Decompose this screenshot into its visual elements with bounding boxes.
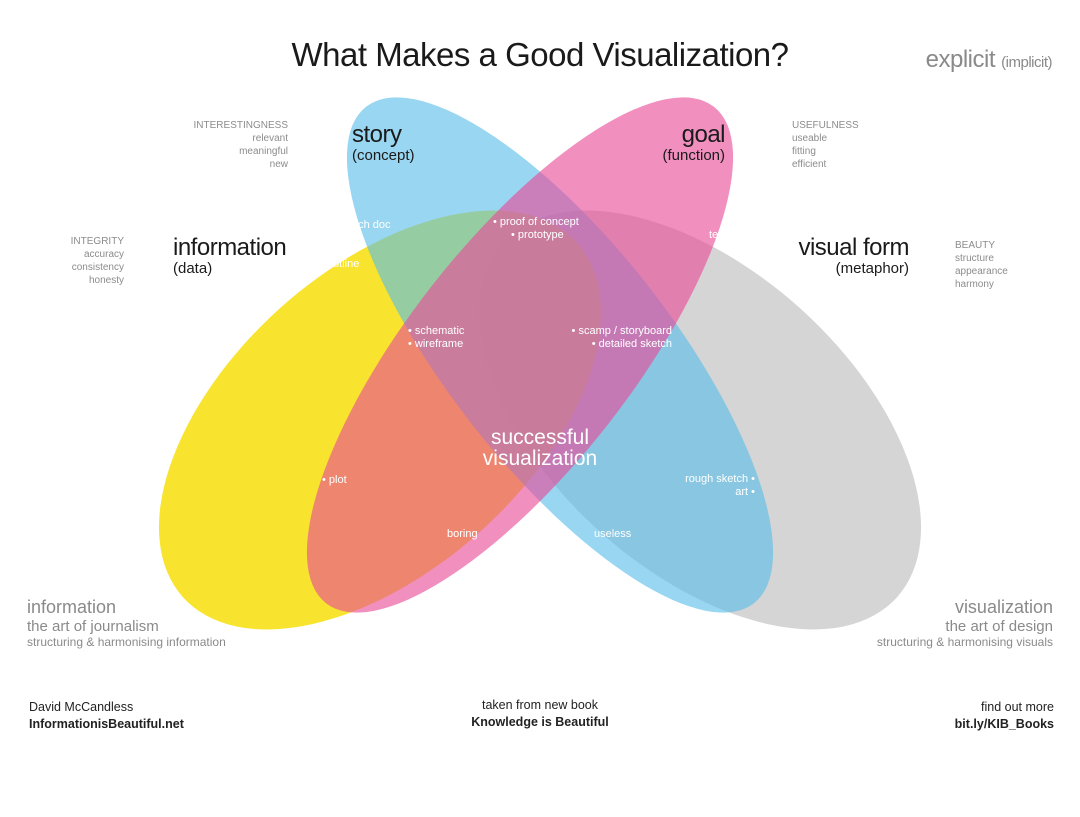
- region-item: rough sketch •: [685, 473, 755, 485]
- beauty-item: harmony: [955, 279, 994, 290]
- information-title: information: [173, 234, 287, 261]
- author-name: David McCandless: [29, 700, 134, 714]
- region-item: • wireframe: [408, 338, 464, 350]
- interestingness-item: meaningful: [239, 146, 288, 157]
- book-title: Knowledge is Beautiful: [471, 715, 609, 729]
- beauty-block: BEAUTY structure appearance harmony: [955, 239, 1008, 291]
- usefulness-item: efficient: [792, 159, 827, 170]
- region-item: • detailed sketch: [591, 338, 672, 350]
- center-line: successful: [490, 426, 590, 449]
- region-goal-visual: template: [709, 229, 751, 242]
- footer-left: David McCandless InformationisBeautiful.…: [29, 699, 184, 733]
- interestingness-item: new: [269, 159, 288, 170]
- center-line: visualization: [482, 447, 598, 470]
- goal-subtitle: (function): [662, 147, 725, 164]
- region-item: template: [709, 229, 752, 241]
- page-title: What Makes a Good Visualization?: [291, 36, 790, 73]
- region-info-story: • research doc • script • article • outl…: [320, 219, 391, 271]
- region-item: • research doc: [320, 219, 391, 231]
- region-item: • eye candy: [508, 604, 566, 616]
- corner-right-small: structuring & harmonising visuals: [876, 635, 1053, 649]
- integrity-item: consistency: [71, 262, 124, 273]
- region-visual-story: rough sketch • art •: [685, 473, 755, 499]
- integrity-heading: INTEGRITY: [70, 236, 124, 247]
- goal-label: goal (function): [662, 123, 725, 165]
- beauty-item: appearance: [955, 266, 1008, 277]
- region-info-story-goal: • schematic • wireframe: [408, 325, 464, 351]
- integrity-block: INTEGRITY accuracy consistency honesty: [71, 235, 124, 287]
- interestingness-block: INTERESTINGNESS relevant meaningful new: [194, 119, 288, 171]
- corner-left-title: information: [27, 597, 117, 617]
- region-info-visual: • eye candy • data art • pure data viz: [502, 604, 572, 643]
- usefulness-heading: USEFULNESS: [792, 120, 859, 131]
- interestingness-heading: INTERESTINGNESS: [193, 120, 288, 131]
- beauty-item: structure: [955, 253, 994, 264]
- region-useless: useless: [594, 528, 632, 540]
- usefulness-block: USEFULNESS useable fitting efficient: [792, 119, 859, 171]
- region-boring: boring: [447, 528, 478, 540]
- implicit-label: (implicit): [1001, 54, 1052, 71]
- region-item: art •: [735, 486, 755, 498]
- author-site[interactable]: InformationisBeautiful.net: [29, 717, 184, 731]
- corner-left-sub: the art of journalism: [27, 618, 159, 635]
- integrity-item: honesty: [88, 275, 124, 286]
- region-story-goal-visual: • scamp / storyboard • detailed sketch: [572, 325, 672, 351]
- explicit-main: explicit: [925, 46, 996, 73]
- footer-center: taken from new book Knowledge is Beautif…: [440, 697, 640, 731]
- region-item: • plot: [322, 474, 347, 486]
- interestingness-item: relevant: [252, 133, 288, 144]
- explicit-label: explicit (implicit): [925, 46, 1053, 74]
- region-item: • outline: [320, 258, 360, 270]
- information-label: information (data): [173, 234, 287, 278]
- corner-left: information the art of journalism struct…: [27, 597, 226, 649]
- book-link[interactable]: bit.ly/KIB_Books: [954, 717, 1054, 731]
- story-subtitle: (concept): [352, 147, 415, 164]
- corner-right-sub: the art of design: [945, 618, 1053, 635]
- usefulness-item: useable: [792, 133, 828, 144]
- corner-right-title: visualization: [954, 597, 1053, 617]
- footer-right: find out more bit.ly/KIB_Books: [955, 699, 1054, 733]
- region-story-goal: • proof of concept • prototype: [493, 216, 579, 242]
- region-item: • prototype: [511, 229, 564, 241]
- region-item: • article: [320, 245, 357, 257]
- story-title: story: [352, 121, 402, 148]
- story-label: story (concept): [352, 123, 415, 165]
- region-info-only: • plot: [322, 474, 347, 487]
- visual-form-label: visual form (metaphor): [798, 236, 909, 278]
- book-note: taken from new book: [481, 698, 599, 712]
- center-label: successful visualization: [440, 427, 640, 469]
- region-item: • pure data viz: [502, 630, 572, 642]
- usefulness-item: fitting: [792, 146, 816, 157]
- corner-left-small: structuring & harmonising information: [27, 635, 226, 649]
- information-subtitle: (data): [173, 260, 213, 277]
- region-item: • script: [320, 232, 354, 244]
- visual-form-subtitle: (metaphor): [835, 260, 909, 277]
- corner-right: visualization the art of design structur…: [877, 597, 1053, 649]
- region-item: • schematic: [408, 325, 465, 337]
- region-item: • proof of concept: [493, 216, 579, 228]
- region-item: • scamp / storyboard: [571, 325, 672, 337]
- beauty-heading: BEAUTY: [955, 240, 996, 251]
- visual-form-title: visual form: [798, 234, 909, 261]
- ellipse-goal: [306, 97, 734, 613]
- region-item: • data art: [515, 617, 560, 629]
- find-out-more: find out more: [981, 700, 1054, 714]
- goal-title: goal: [681, 121, 726, 148]
- integrity-item: accuracy: [83, 249, 124, 260]
